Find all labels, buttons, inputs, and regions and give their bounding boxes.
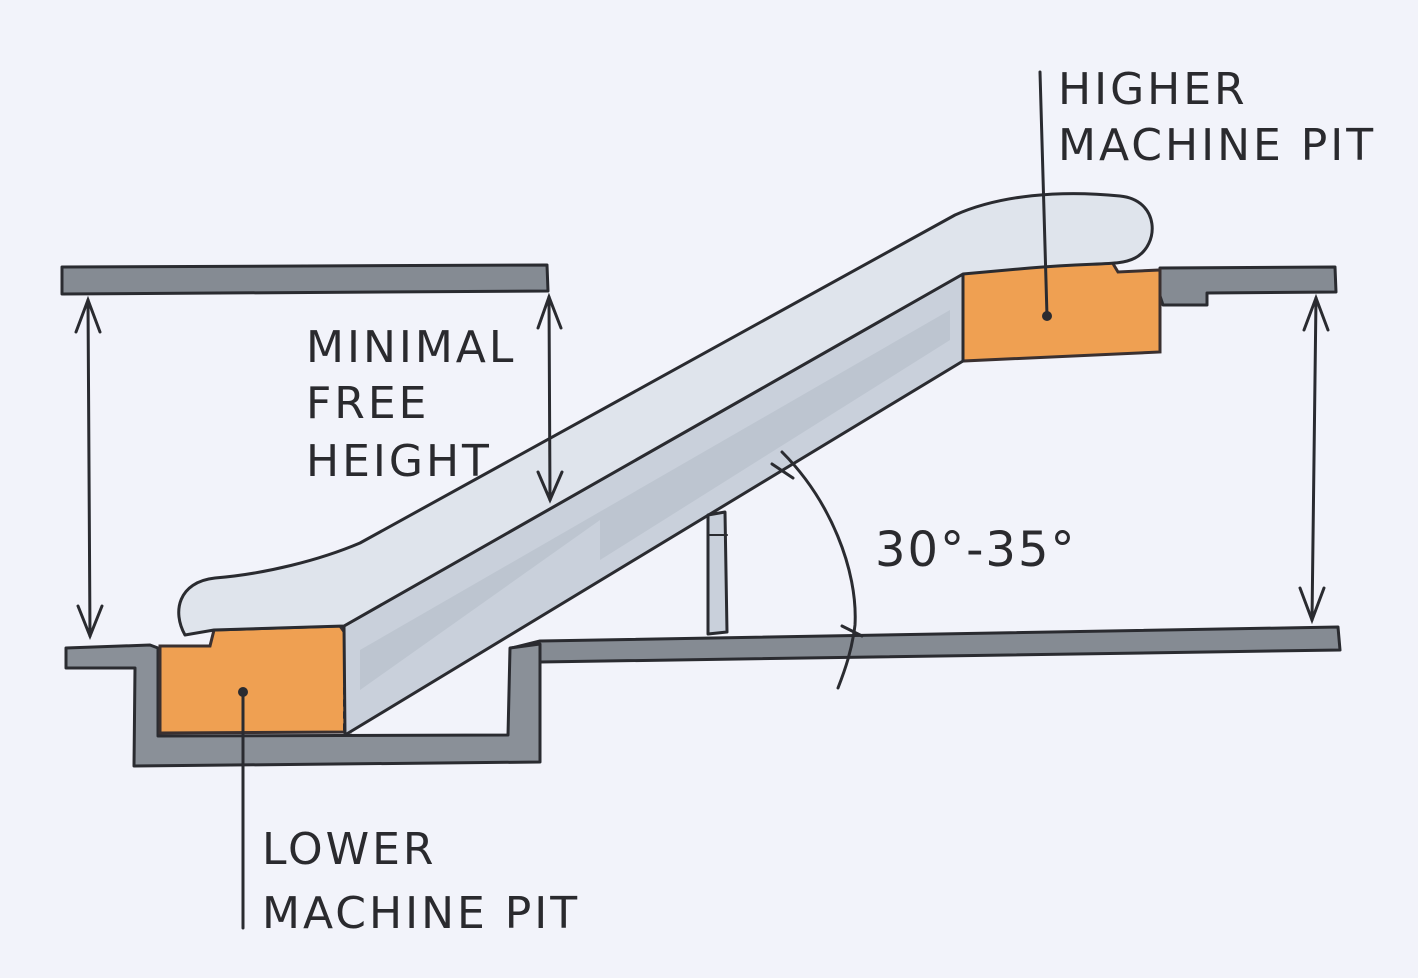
lower-floor-slab	[510, 625, 1342, 664]
upper-ceiling-slab	[60, 263, 550, 296]
floor-height-arrow-right	[1298, 293, 1330, 625]
higher-pit-label-line1: HIGHER	[1058, 64, 1248, 115]
free-height-label-line1: MINIMAL	[306, 322, 516, 373]
lower-pit-wall	[64, 642, 542, 768]
higher-pit-label-line2: MACHINE PIT	[1058, 120, 1376, 171]
incline-angle-arc	[770, 450, 864, 690]
higher-machine-pit	[961, 260, 1162, 363]
lower-machine-pit	[158, 624, 352, 735]
lower-pit-label-line1: LOWER	[262, 824, 436, 875]
free-height-arrow	[536, 292, 564, 504]
lower-pit-label-line2: MACHINE PIT	[262, 888, 580, 939]
angle-label: 30°-35°	[875, 522, 1076, 578]
higher-pit-leader	[1038, 70, 1052, 321]
free-height-label-line2: FREE	[306, 378, 429, 429]
floor-height-arrow-left	[74, 295, 104, 641]
support-column	[706, 510, 729, 636]
free-height-label-line3: HEIGHT	[306, 436, 492, 487]
upper-floor-slab	[1158, 265, 1338, 307]
escalator-truss-shade	[360, 310, 950, 690]
lower-pit-leader	[238, 687, 248, 930]
